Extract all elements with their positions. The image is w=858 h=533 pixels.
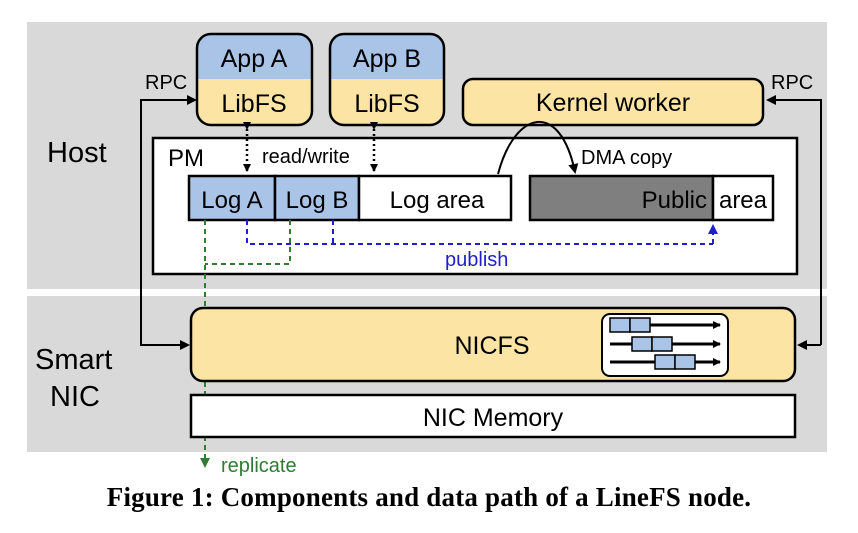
dma-copy-label: DMA copy — [581, 147, 672, 169]
nic-memory-label: NIC Memory — [423, 404, 564, 432]
public-cell — [528, 174, 715, 222]
replicate-arrow — [200, 220, 291, 468]
read-write-label: read/write — [262, 146, 350, 168]
host-label: Host — [47, 137, 107, 169]
kernel-worker-box — [461, 77, 765, 127]
replicate-label: replicate — [221, 455, 297, 477]
area-cell — [711, 174, 775, 222]
rpc-right-arrow — [766, 95, 822, 345]
pipeline-icon — [601, 313, 729, 377]
publish-label: publish — [445, 249, 508, 271]
rpc-right-label: RPC — [771, 72, 813, 94]
log-area-cell — [357, 174, 513, 222]
log-area-label: Log area — [390, 187, 485, 214]
kernel-worker-label: Kernel worker — [536, 89, 690, 117]
app-b-label: App B — [353, 45, 421, 73]
app-b-box: App B LibFS — [328, 32, 446, 127]
app-a-label: App A — [221, 45, 288, 73]
log-a-label: Log A — [201, 187, 262, 214]
smart-label: Smart — [35, 344, 112, 376]
log-b-cell — [273, 174, 361, 222]
nic-memory-box — [189, 393, 797, 439]
public-label: Public — [642, 187, 707, 214]
pm-label: PM — [168, 145, 204, 172]
log-a-cell — [187, 174, 277, 222]
dma-copy-arrow — [497, 121, 579, 175]
figure-caption: Figure 1: Components and data path of a … — [106, 482, 752, 512]
nic-label: NIC — [50, 381, 100, 413]
rpc-left-label: RPC — [145, 72, 187, 94]
log-b-label: Log B — [286, 187, 349, 214]
nicfs-label: NICFS — [455, 332, 530, 360]
area-label: area — [719, 187, 768, 214]
libfs-a-label: LibFS — [221, 90, 286, 118]
libfs-b-label: LibFS — [354, 90, 419, 118]
app-a-box: App A LibFS — [195, 32, 314, 127]
